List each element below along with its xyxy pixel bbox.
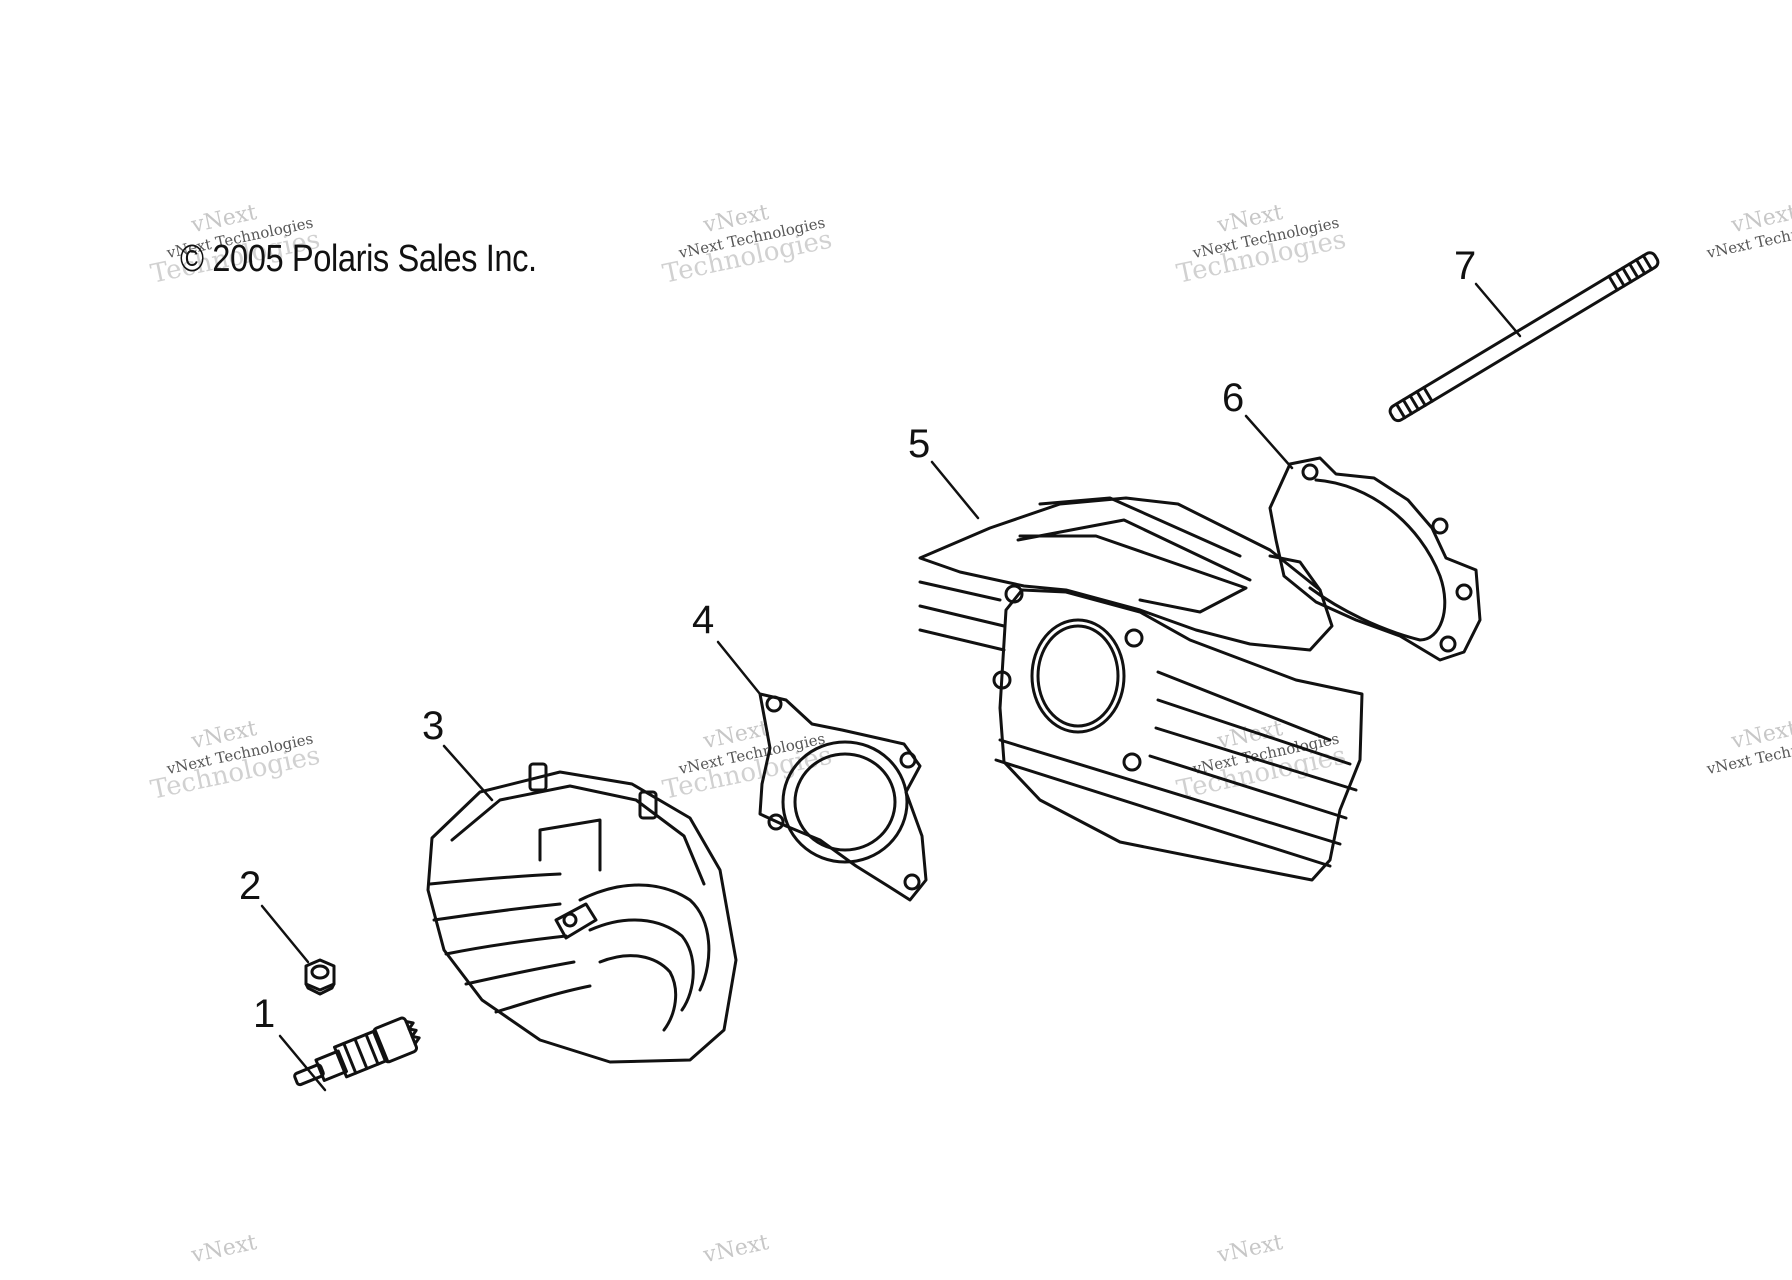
callout-5: 5 <box>908 422 931 466</box>
callout-6: 6 <box>1222 376 1245 420</box>
nut <box>306 960 334 994</box>
cylinder-head <box>428 764 736 1062</box>
leader-line-2 <box>262 906 308 962</box>
callout-4: 4 <box>692 598 715 642</box>
head-gasket <box>760 694 926 900</box>
cylinder <box>920 498 1362 880</box>
leader-line-4 <box>718 642 760 694</box>
base-gasket <box>1270 458 1480 660</box>
spark-plug <box>289 1015 423 1097</box>
leader-lines <box>262 284 1520 1090</box>
stud <box>1388 251 1660 423</box>
callout-3: 3 <box>422 704 445 748</box>
leader-line-1 <box>280 1036 325 1090</box>
callout-1: 1 <box>253 992 276 1036</box>
leader-line-5 <box>932 462 978 518</box>
leader-line-6 <box>1246 416 1292 468</box>
callout-7: 7 <box>1454 244 1477 288</box>
callout-2: 2 <box>239 864 262 908</box>
copyright-notice: © 2005 Polaris Sales Inc. <box>180 238 537 280</box>
leader-line-7 <box>1476 284 1520 336</box>
